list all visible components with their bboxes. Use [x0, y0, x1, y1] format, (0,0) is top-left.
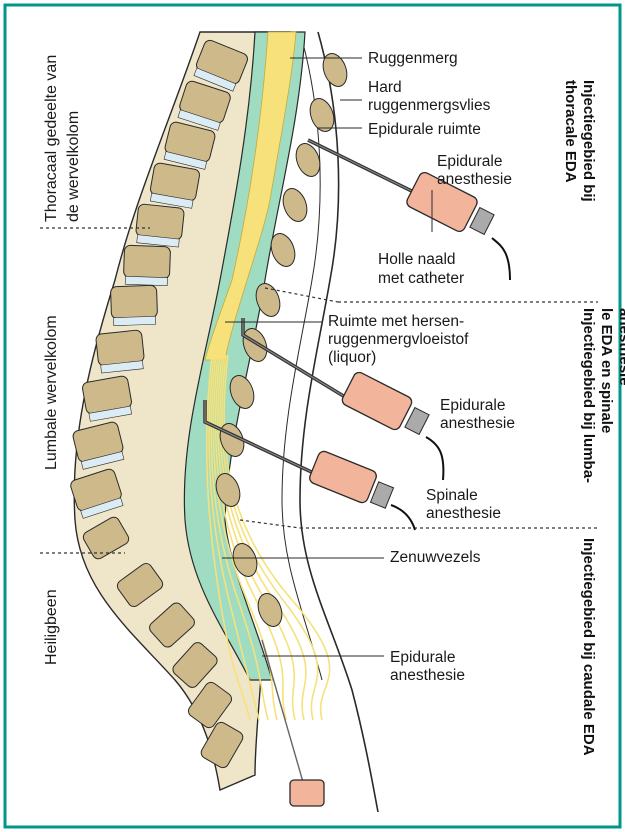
- label-thoracic-spine: Thoracaal gedeelte van: [43, 55, 60, 222]
- spinous-process: [279, 185, 311, 224]
- label-epidural-space: Epidurale ruimte: [368, 121, 481, 138]
- label-epidural-anesthesia-top-1: Epidurale: [437, 153, 503, 170]
- vertebra: [135, 204, 184, 241]
- label-nerve-fibers: Zenuwvezels: [390, 549, 481, 566]
- label-lumbar-spine: Lumbale wervelkolom: [43, 315, 60, 470]
- intervertebral-disc: [125, 276, 167, 285]
- label-epidural-anesthesia-top-2: anesthesie: [437, 171, 512, 188]
- label-thoracic-spine-2: de wervelkolom: [65, 111, 82, 222]
- intervertebral-disc: [114, 316, 156, 325]
- label-injection-lumbar: Injectiegebied bij lumba- le EDA en spin…: [580, 308, 625, 487]
- label-dura-2: ruggenmergsvlies: [368, 97, 491, 114]
- spinous-process: [254, 590, 286, 629]
- label-csf-3: (liquor): [328, 349, 376, 366]
- vertebra: [110, 285, 157, 319]
- right-divider-2a: [240, 520, 300, 528]
- label-dura-1: Hard: [368, 79, 402, 96]
- vertebra: [123, 245, 170, 279]
- label-csf-1: Ruimte met hersen-: [328, 313, 464, 330]
- label-spinal-cord: Ruggenmerg: [368, 50, 458, 67]
- label-spinal-anesthesia-2: anesthesie: [426, 505, 501, 522]
- label-injection-thoracic: Injectiegebied bij thoracale EDA: [562, 80, 597, 206]
- label-injection-caudal: Injectiegebied bij caudale EDA: [580, 538, 597, 756]
- label-epidural-anesthesia-low-2: anesthesie: [390, 667, 465, 684]
- label-epidural-anesthesia-low-1: Epidurale: [390, 649, 456, 666]
- label-epidural-anesthesia-mid-2: anesthesie: [440, 415, 515, 432]
- vertebra: [95, 330, 144, 367]
- label-spinal-anesthesia-1: Spinale: [426, 487, 478, 504]
- label-needle-1: Holle naald: [378, 251, 456, 268]
- label-needle-2: met catheter: [378, 270, 464, 287]
- label-epidural-anesthesia-mid-1: Epidurale: [440, 397, 506, 414]
- label-sacrum: Heiligbeen: [43, 589, 60, 665]
- label-csf-2: ruggenmergvloeistof: [328, 331, 469, 348]
